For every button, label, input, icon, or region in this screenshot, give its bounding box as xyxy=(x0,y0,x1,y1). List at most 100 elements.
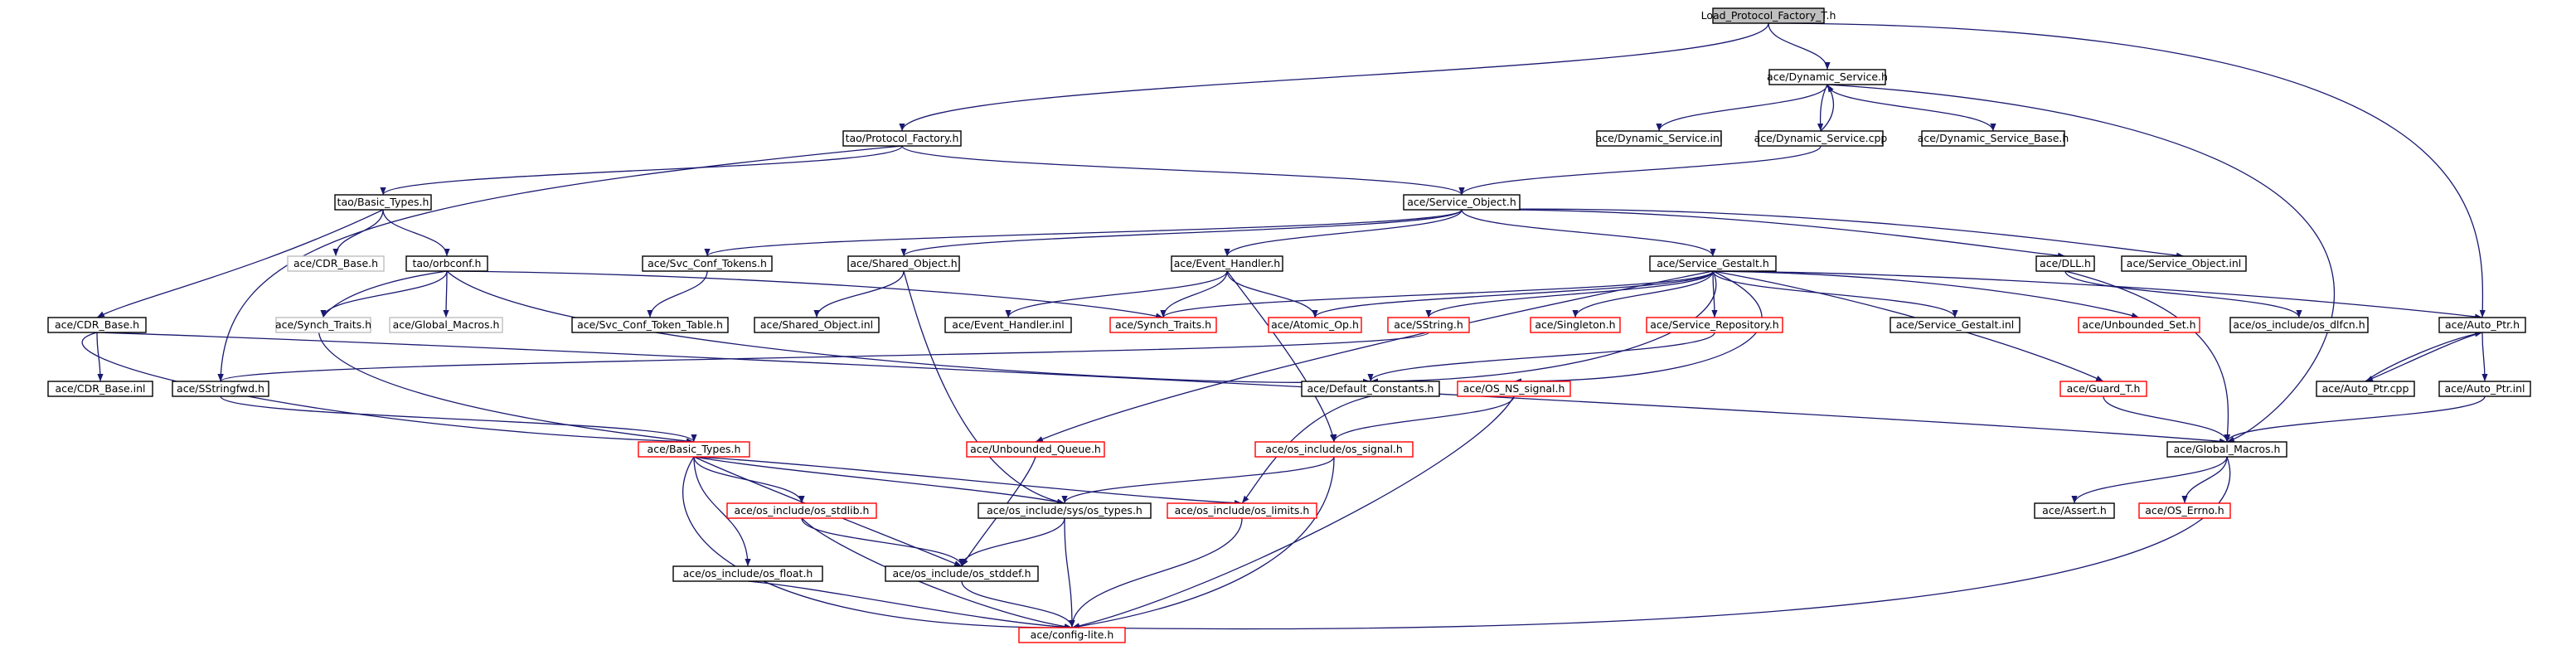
node-ace-os-include-sys-os-types-h[interactable]: ace/os_include/sys/os_types.h xyxy=(978,502,1152,519)
node-label: ace/os_include/sys/os_types.h xyxy=(987,504,1142,517)
node-box xyxy=(2034,502,2115,519)
edge-ace-service-gestalt-h-to-ace-unbounded-set-h xyxy=(1712,270,2140,318)
node-ace-svc-conf-token-table-h[interactable]: ace/Svc_Conf_Token_Table.h xyxy=(571,317,729,333)
node-ace-dynamic-service-h[interactable]: ace/Dynamic_Service.h xyxy=(1767,69,1888,85)
node-label: Load_Protocol_Factory_T.h xyxy=(1701,9,1836,22)
node-tao-basic-types-h[interactable]: tao/Basic_Types.h xyxy=(334,194,432,211)
node-ace-cdr-base-h[interactable]: ace/CDR_Base.h xyxy=(47,317,147,333)
node-ace-cdr-base-h-grey[interactable]: ace/CDR_Base.h xyxy=(287,255,385,272)
edge-ace-service-object-h-to-ace-dll-h xyxy=(1461,209,2066,259)
node-ace-cdr-base-inl[interactable]: ace/CDR_Base.inl xyxy=(47,381,153,397)
edge-tao-basic-types-h-to-ace-cdr-base-h xyxy=(96,209,384,318)
node-label: ace/Global_Macros.h xyxy=(2174,443,2281,455)
node-ace-event-handler-inl[interactable]: ace/Event_Handler.inl xyxy=(944,317,1072,333)
node-label: ace/SString.h xyxy=(1394,318,1463,331)
edge-ace-auto-ptr-h-to-ace-auto-ptr-cpp xyxy=(2365,332,2483,382)
edge-ace-event-handler-h-to-ace-os-include-os-signal-h xyxy=(1226,270,1337,443)
node-box xyxy=(2059,381,2147,397)
node-label: ace/Svc_Conf_Token_Table.h xyxy=(577,318,723,331)
node-ace-event-handler-h[interactable]: ace/Event_Handler.h xyxy=(1171,255,1283,272)
node-ace-atomic-op-h[interactable]: ace/Atomic_Op.h xyxy=(1268,317,1362,333)
edge-ace-dynamic-service-h-to-ace-dynamic-service-cpp xyxy=(1817,84,1828,132)
node-ace-config-lite-h[interactable]: ace/config-lite.h xyxy=(1018,627,1126,643)
edge-ace-os-include-os-stdlib-h-to-ace-os-include-os-stddef-h xyxy=(801,517,965,567)
edge-ace-os-ns-signal-h-to-ace-config-lite-h xyxy=(1071,395,1515,629)
node-ace-shared-object-inl[interactable]: ace/Shared_Object.inl xyxy=(754,317,880,333)
node-ace-assert-h[interactable]: ace/Assert.h xyxy=(2034,502,2115,519)
edge-ace-guard-t-h-to-ace-global-macros-h xyxy=(2103,395,2230,443)
node-ace-dll-h[interactable]: ace/DLL.h xyxy=(2035,255,2095,272)
node-ace-auto-ptr-h[interactable]: ace/Auto_Ptr.h xyxy=(2438,317,2526,333)
node-ace-global-macros-h[interactable]: ace/Global_Macros.h xyxy=(2166,441,2287,458)
node-ace-unbounded-set-h[interactable]: ace/Unbounded_Set.h xyxy=(2078,317,2200,333)
node-label: ace/Dynamic_Service_Base.h xyxy=(1918,132,2069,144)
node-ace-sstringfwd-h[interactable]: ace/SStringfwd.h xyxy=(172,381,269,397)
node-ace-auto-ptr-inl[interactable]: ace/Auto_Ptr.inl xyxy=(2438,381,2531,397)
node-ace-os-include-os-dlfcn-h[interactable]: ace/os_include/os_dlfcn.h xyxy=(2229,317,2369,333)
edge-ace-dynamic-service-cpp-to-ace-service-object-h xyxy=(1458,145,1822,196)
node-ace-os-include-os-limits-h[interactable]: ace/os_include/os_limits.h xyxy=(1167,502,1317,519)
node-ace-service-object-h[interactable]: ace/Service_Object.h xyxy=(1403,194,1521,211)
node-tao-protocol-factory-h[interactable]: tao/Protocol_Factory.h xyxy=(842,130,962,147)
edge-ace-service-gestalt-h-to-ace-atomic-op-h xyxy=(1312,270,1714,318)
edge-tao-basic-types-h-to-tao-orbconf-h xyxy=(382,209,450,257)
node-ace-default-constants-h[interactable]: ace/Default_Constants.h xyxy=(1301,381,1440,397)
node-box xyxy=(47,381,153,397)
node-ace-auto-ptr-cpp[interactable]: ace/Auto_Ptr.cpp xyxy=(2316,381,2415,397)
edge-ace-service-gestalt-h-to-ace-os-ns-signal-h xyxy=(1513,270,1763,385)
node-ace-os-include-os-signal-h[interactable]: ace/os_include/os_signal.h xyxy=(1254,441,1414,458)
edge-ace-service-gestalt-h-to-ace-synch-traits-h xyxy=(1160,270,1714,318)
edge-ace-basic-types-h-to-ace-os-include-sys-os-types-h xyxy=(693,456,1065,505)
node-label: tao/Protocol_Factory.h xyxy=(846,132,959,144)
edge-ace-event-handler-h-to-ace-event-handler-inl xyxy=(1005,270,1228,318)
edge-ace-basic-types-h-to-ace-os-include-os-limits-h xyxy=(693,456,1243,507)
node-ace-singleton-h[interactable]: ace/Singleton.h xyxy=(1530,317,1621,333)
node-ace-service-gestalt-h[interactable]: ace/Service_Gestalt.h xyxy=(1649,255,1777,272)
edge-ace-service-gestalt-h-to-ace-unbounded-queue-h xyxy=(1035,270,1714,443)
node-ace-global-macros-h-grey[interactable]: ace/Global_Macros.h xyxy=(389,317,503,333)
node-ace-synch-traits-h-grey[interactable]: ace/Synch_Traits.h xyxy=(275,317,371,333)
node-ace-os-include-os-float-h[interactable]: ace/os_include/os_float.h xyxy=(672,565,823,582)
edge-ace-service-gestalt-h-to-ace-service-repository-h xyxy=(1711,270,1718,318)
edge-ace-auto-ptr-inl-to-ace-global-macros-h xyxy=(2224,395,2486,443)
node-box xyxy=(978,502,1152,519)
edge-ace-os-include-sys-os-types-h-to-ace-config-lite-h xyxy=(1064,517,1075,628)
node-box xyxy=(1890,317,2021,333)
edge-ace-global-macros-h-to-ace-config-lite-h xyxy=(1071,456,2231,631)
node-ace-service-repository-h[interactable]: ace/Service_Repository.h xyxy=(1646,317,1783,333)
node-box xyxy=(1387,317,1470,333)
edge-ace-service-object-h-to-ace-service-object-inl xyxy=(1461,208,2185,259)
edge-ace-event-handler-h-to-ace-atomic-op-h xyxy=(1226,270,1318,318)
node-ace-basic-types-h[interactable]: ace/Basic_Types.h xyxy=(638,441,750,458)
node-ace-dynamic-service-base-h[interactable]: ace/Dynamic_Service_Base.h xyxy=(1918,130,2069,147)
node-box xyxy=(2078,317,2200,333)
node-ace-dynamic-service-cpp[interactable]: ace/Dynamic_Service.cpp xyxy=(1754,130,1888,147)
node-ace-dynamic-service-inl[interactable]: ace/Dynamic_Service.inl xyxy=(1596,130,1723,147)
node-label: ace/CDR_Base.h xyxy=(55,318,139,331)
node-label: ace/Svc_Conf_Tokens.h xyxy=(648,257,767,269)
node-ace-guard-t-h[interactable]: ace/Guard_T.h xyxy=(2059,381,2147,397)
node-ace-os-ns-signal-h[interactable]: ace/OS_NS_signal.h xyxy=(1457,381,1571,397)
node-ace-os-include-os-stddef-h[interactable]: ace/os_include/os_stddef.h xyxy=(885,565,1039,582)
node-ace-svc-conf-tokens-h[interactable]: ace/Svc_Conf_Tokens.h xyxy=(642,255,773,272)
edge-tao-protocol-factory-h-to-ace-sstringfwd-h xyxy=(217,145,903,382)
node-box xyxy=(754,317,880,333)
node-label: ace/os_include/os_stddef.h xyxy=(892,567,1031,580)
node-ace-synch-traits-h[interactable]: ace/Synch_Traits.h xyxy=(1109,317,1217,333)
edge-ace-os-include-os-limits-h-to-ace-config-lite-h xyxy=(1069,517,1243,628)
node-ace-os-errno-h[interactable]: ace/OS_Errno.h xyxy=(2138,502,2231,519)
edge-ace-service-object-h-to-ace-service-gestalt-h xyxy=(1461,209,1716,257)
node-load-protocol-factory-t-h[interactable]: Load_Protocol_Factory_T.h xyxy=(1701,7,1836,24)
node-label: ace/Guard_T.h xyxy=(2067,382,2141,395)
node-ace-os-include-os-stdlib-h[interactable]: ace/os_include/os_stdlib.h xyxy=(726,502,877,519)
node-ace-unbounded-queue-h[interactable]: ace/Unbounded_Queue.h xyxy=(966,441,1105,458)
node-ace-shared-object-h[interactable]: ace/Shared_Object.h xyxy=(847,255,960,272)
node-ace-service-object-inl[interactable]: ace/Service_Object.inl xyxy=(2121,255,2247,272)
node-label: ace/Service_Gestalt.h xyxy=(1657,257,1769,269)
edge-ace-sstring-h-to-ace-sstringfwd-h xyxy=(217,332,1429,382)
node-box xyxy=(2316,381,2415,397)
node-ace-service-gestalt-inl[interactable]: ace/Service_Gestalt.inl xyxy=(1890,317,2021,333)
node-tao-orbconf-h[interactable]: tao/orbconf.h xyxy=(405,255,488,272)
node-label: ace/SStringfwd.h xyxy=(177,382,264,395)
node-ace-sstring-h[interactable]: ace/SString.h xyxy=(1387,317,1470,333)
